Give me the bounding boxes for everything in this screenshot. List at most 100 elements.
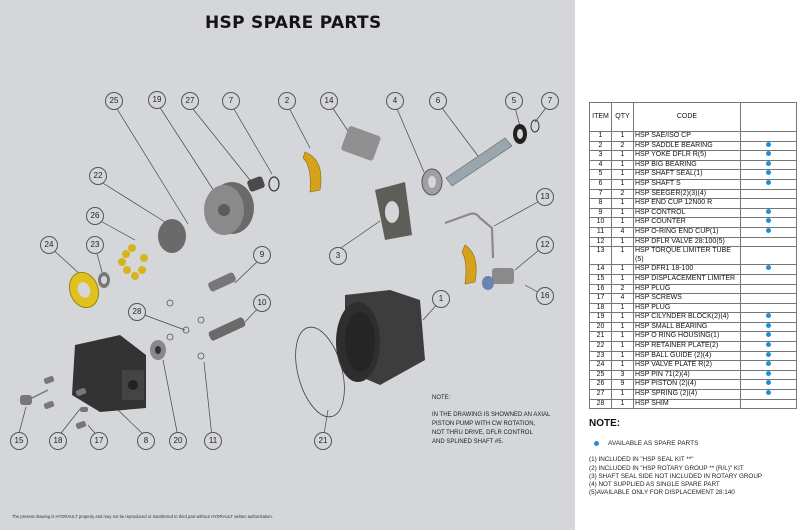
callout-11[interactable]: 11	[204, 432, 222, 450]
item-cell: 23	[589, 350, 612, 362]
callout-7b[interactable]: 7	[541, 92, 559, 110]
item-cell: 16	[589, 283, 612, 295]
callout-18[interactable]: 18	[49, 432, 67, 450]
callout-21[interactable]: 21	[314, 432, 332, 450]
qty-cell: 1	[611, 217, 634, 228]
callout-14[interactable]: 14	[320, 92, 338, 110]
callout-1[interactable]: 1	[432, 290, 450, 308]
o-ring-housing-part	[295, 326, 345, 418]
code-cell: HSP DFLR VALVE 28:100(5)	[633, 236, 741, 248]
callout-9[interactable]: 9	[253, 246, 271, 264]
code-cell: HSP PLUG	[633, 283, 741, 295]
spare-cell	[740, 236, 797, 248]
spare-cell	[740, 150, 797, 161]
callout-25[interactable]: 25	[105, 92, 123, 110]
callout-15[interactable]: 15	[10, 432, 28, 450]
callout-8[interactable]: 8	[137, 432, 155, 450]
callout-23[interactable]: 23	[86, 236, 104, 254]
code-cell: HSP SEEGER(2)(3)(4)	[633, 188, 741, 200]
callout-20[interactable]: 20	[169, 432, 187, 450]
spare-dot-icon	[766, 323, 771, 328]
callout-12[interactable]: 12	[536, 236, 554, 254]
control-part	[208, 272, 236, 292]
header-qty: QTY	[611, 102, 634, 132]
spare-cell	[740, 131, 797, 142]
callout-6[interactable]: 6	[429, 92, 447, 110]
callout-7[interactable]: 7	[222, 92, 240, 110]
callout-26[interactable]: 26	[86, 207, 104, 225]
item-cell: 8	[589, 198, 612, 209]
qty-cell: 1	[611, 150, 634, 161]
spare-cell	[740, 178, 797, 190]
spare-cell	[740, 226, 797, 238]
callout-5[interactable]: 5	[505, 92, 523, 110]
spare-dot-icon	[766, 170, 771, 176]
callout-19[interactable]: 19	[148, 91, 166, 109]
spare-dot-icon	[766, 228, 771, 233]
callout-28[interactable]: 28	[128, 303, 146, 321]
exploded-view-illustration	[17, 102, 550, 441]
code-cell: HSP BIG BEARING	[633, 159, 741, 171]
spare-dot-icon	[766, 265, 771, 271]
qty-cell: 4	[611, 226, 634, 238]
callout-3[interactable]: 3	[329, 247, 347, 265]
callout-2[interactable]: 2	[278, 92, 296, 110]
code-cell: HSP DFR1 18-100	[633, 264, 741, 275]
item-cell: 17	[589, 293, 612, 304]
pistons-part	[118, 244, 148, 280]
screws-plugs-part	[20, 376, 88, 429]
cylinder-block-part	[204, 182, 254, 235]
callout-13[interactable]: 13	[536, 188, 554, 206]
qty-cell: 9	[611, 379, 634, 391]
spare-cell	[740, 159, 797, 171]
callout-27[interactable]: 27	[181, 92, 199, 110]
qty-cell: 1	[611, 302, 634, 314]
code-cell: HSP TORQUE LIMITER TUBE (5)	[633, 246, 741, 266]
spare-dot-icon	[766, 180, 771, 185]
item-cell: 28	[589, 398, 612, 410]
item-cell: 14	[589, 264, 612, 275]
callout-10[interactable]: 10	[253, 294, 271, 312]
qty-cell: 2	[611, 140, 634, 152]
spare-cell	[740, 283, 797, 295]
footnote: (4) NOT SUPPLIED AS SINGLE SPARE PART	[589, 481, 720, 489]
qty-cell: 1	[611, 169, 634, 180]
spare-cell	[740, 169, 797, 180]
code-cell: HSP SPRING (2)(4)	[633, 389, 741, 400]
callout-17[interactable]: 17	[90, 432, 108, 450]
callout-24[interactable]: 24	[40, 236, 58, 254]
code-cell: HSP O RING HOUSING(1)	[633, 331, 741, 343]
code-cell: HSP SHAFT SEAL(1)	[633, 169, 741, 180]
header-item: ITEM	[589, 102, 612, 132]
item-cell: 2	[589, 140, 612, 152]
spare-cell	[740, 398, 797, 410]
callout-22[interactable]: 22	[89, 167, 107, 185]
item-cell: 27	[589, 389, 612, 400]
spare-cell	[740, 293, 797, 304]
spare-cell	[740, 360, 797, 371]
callout-4[interactable]: 4	[386, 92, 404, 110]
header-spare	[740, 102, 797, 132]
spare-cell	[740, 188, 797, 200]
item-cell: 26	[589, 379, 612, 391]
spare-cell	[740, 350, 797, 362]
code-cell: HSP O-RING END CUP(1)	[633, 226, 741, 238]
callout-16[interactable]: 16	[536, 287, 554, 305]
spare-dot-icon	[766, 142, 771, 147]
code-cell: HSP SADDLE BEARING	[633, 140, 741, 152]
spare-dot-icon	[766, 390, 771, 396]
